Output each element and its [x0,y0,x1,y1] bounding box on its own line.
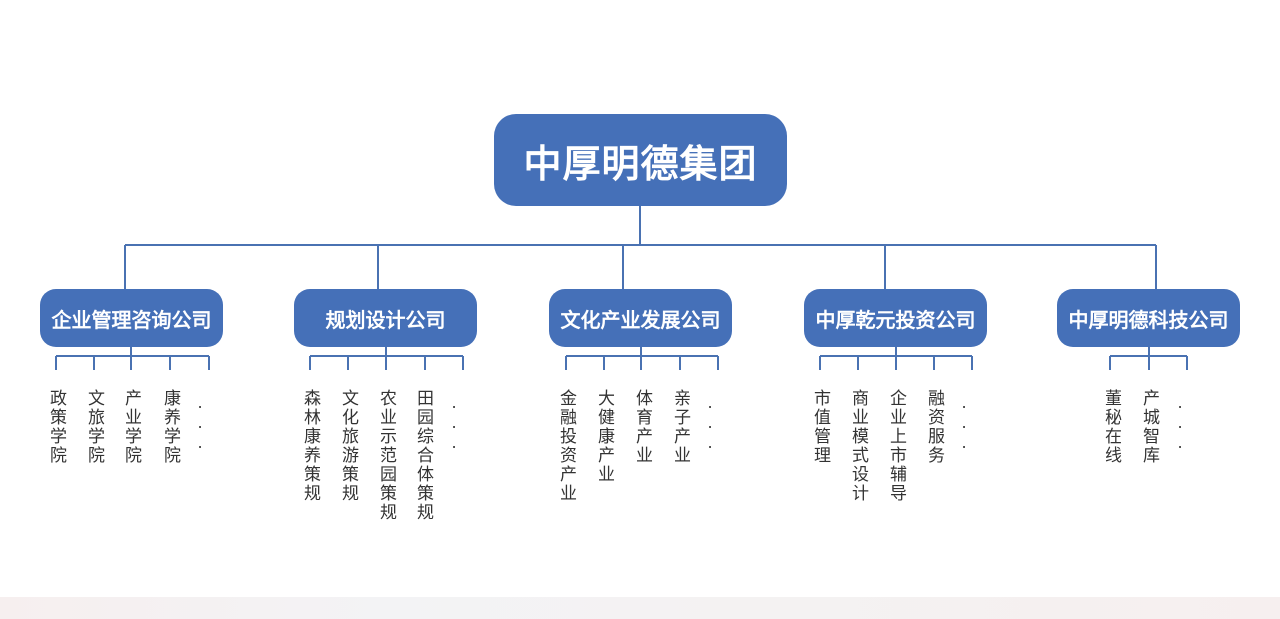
leaf-item: 大健康产业 [594,389,614,484]
leaf-item: 商业模式设计 [848,389,868,503]
company-node-technology: 中厚明德科技公司 [1057,289,1240,347]
leaf-item: 体育产业 [632,389,652,465]
more-ellipsis: . . . [707,393,713,452]
more-ellipsis: . . . [197,393,203,452]
leaf-item: 农业示范园策规 [376,389,396,522]
bottom-decorative-band [0,597,1280,619]
root-node-group: 中厚明德集团 [494,114,787,206]
leaf-item: 金融投资产业 [556,389,576,503]
leaf-item: 田园综合体策规 [413,389,433,522]
leaf-item: 产业学院 [121,389,141,465]
more-ellipsis: . . . [961,393,967,452]
leaf-item: 文化旅游策规 [338,389,358,503]
leaf-item: 亲子产业 [670,389,690,465]
leaf-item: 董秘在线 [1101,389,1121,465]
leaf-item: 康养学院 [160,389,180,465]
leaf-item: 融资服务 [924,389,944,465]
leaf-item: 文旅学院 [84,389,104,465]
more-ellipsis: . . . [1177,393,1183,452]
company-node-investment: 中厚乾元投资公司 [804,289,987,347]
leaf-item: 产城智库 [1139,389,1159,465]
leaf-item: 政策学院 [46,389,66,465]
company-node-planning-design: 规划设计公司 [294,289,477,347]
company-node-consulting: 企业管理咨询公司 [40,289,223,347]
company-node-cultural-industry: 文化产业发展公司 [549,289,732,347]
leaf-item: 企业上市辅导 [886,389,906,503]
more-ellipsis: . . . [451,393,457,452]
leaf-item: 市值管理 [810,389,830,465]
leaf-item: 森林康养策规 [300,389,320,503]
